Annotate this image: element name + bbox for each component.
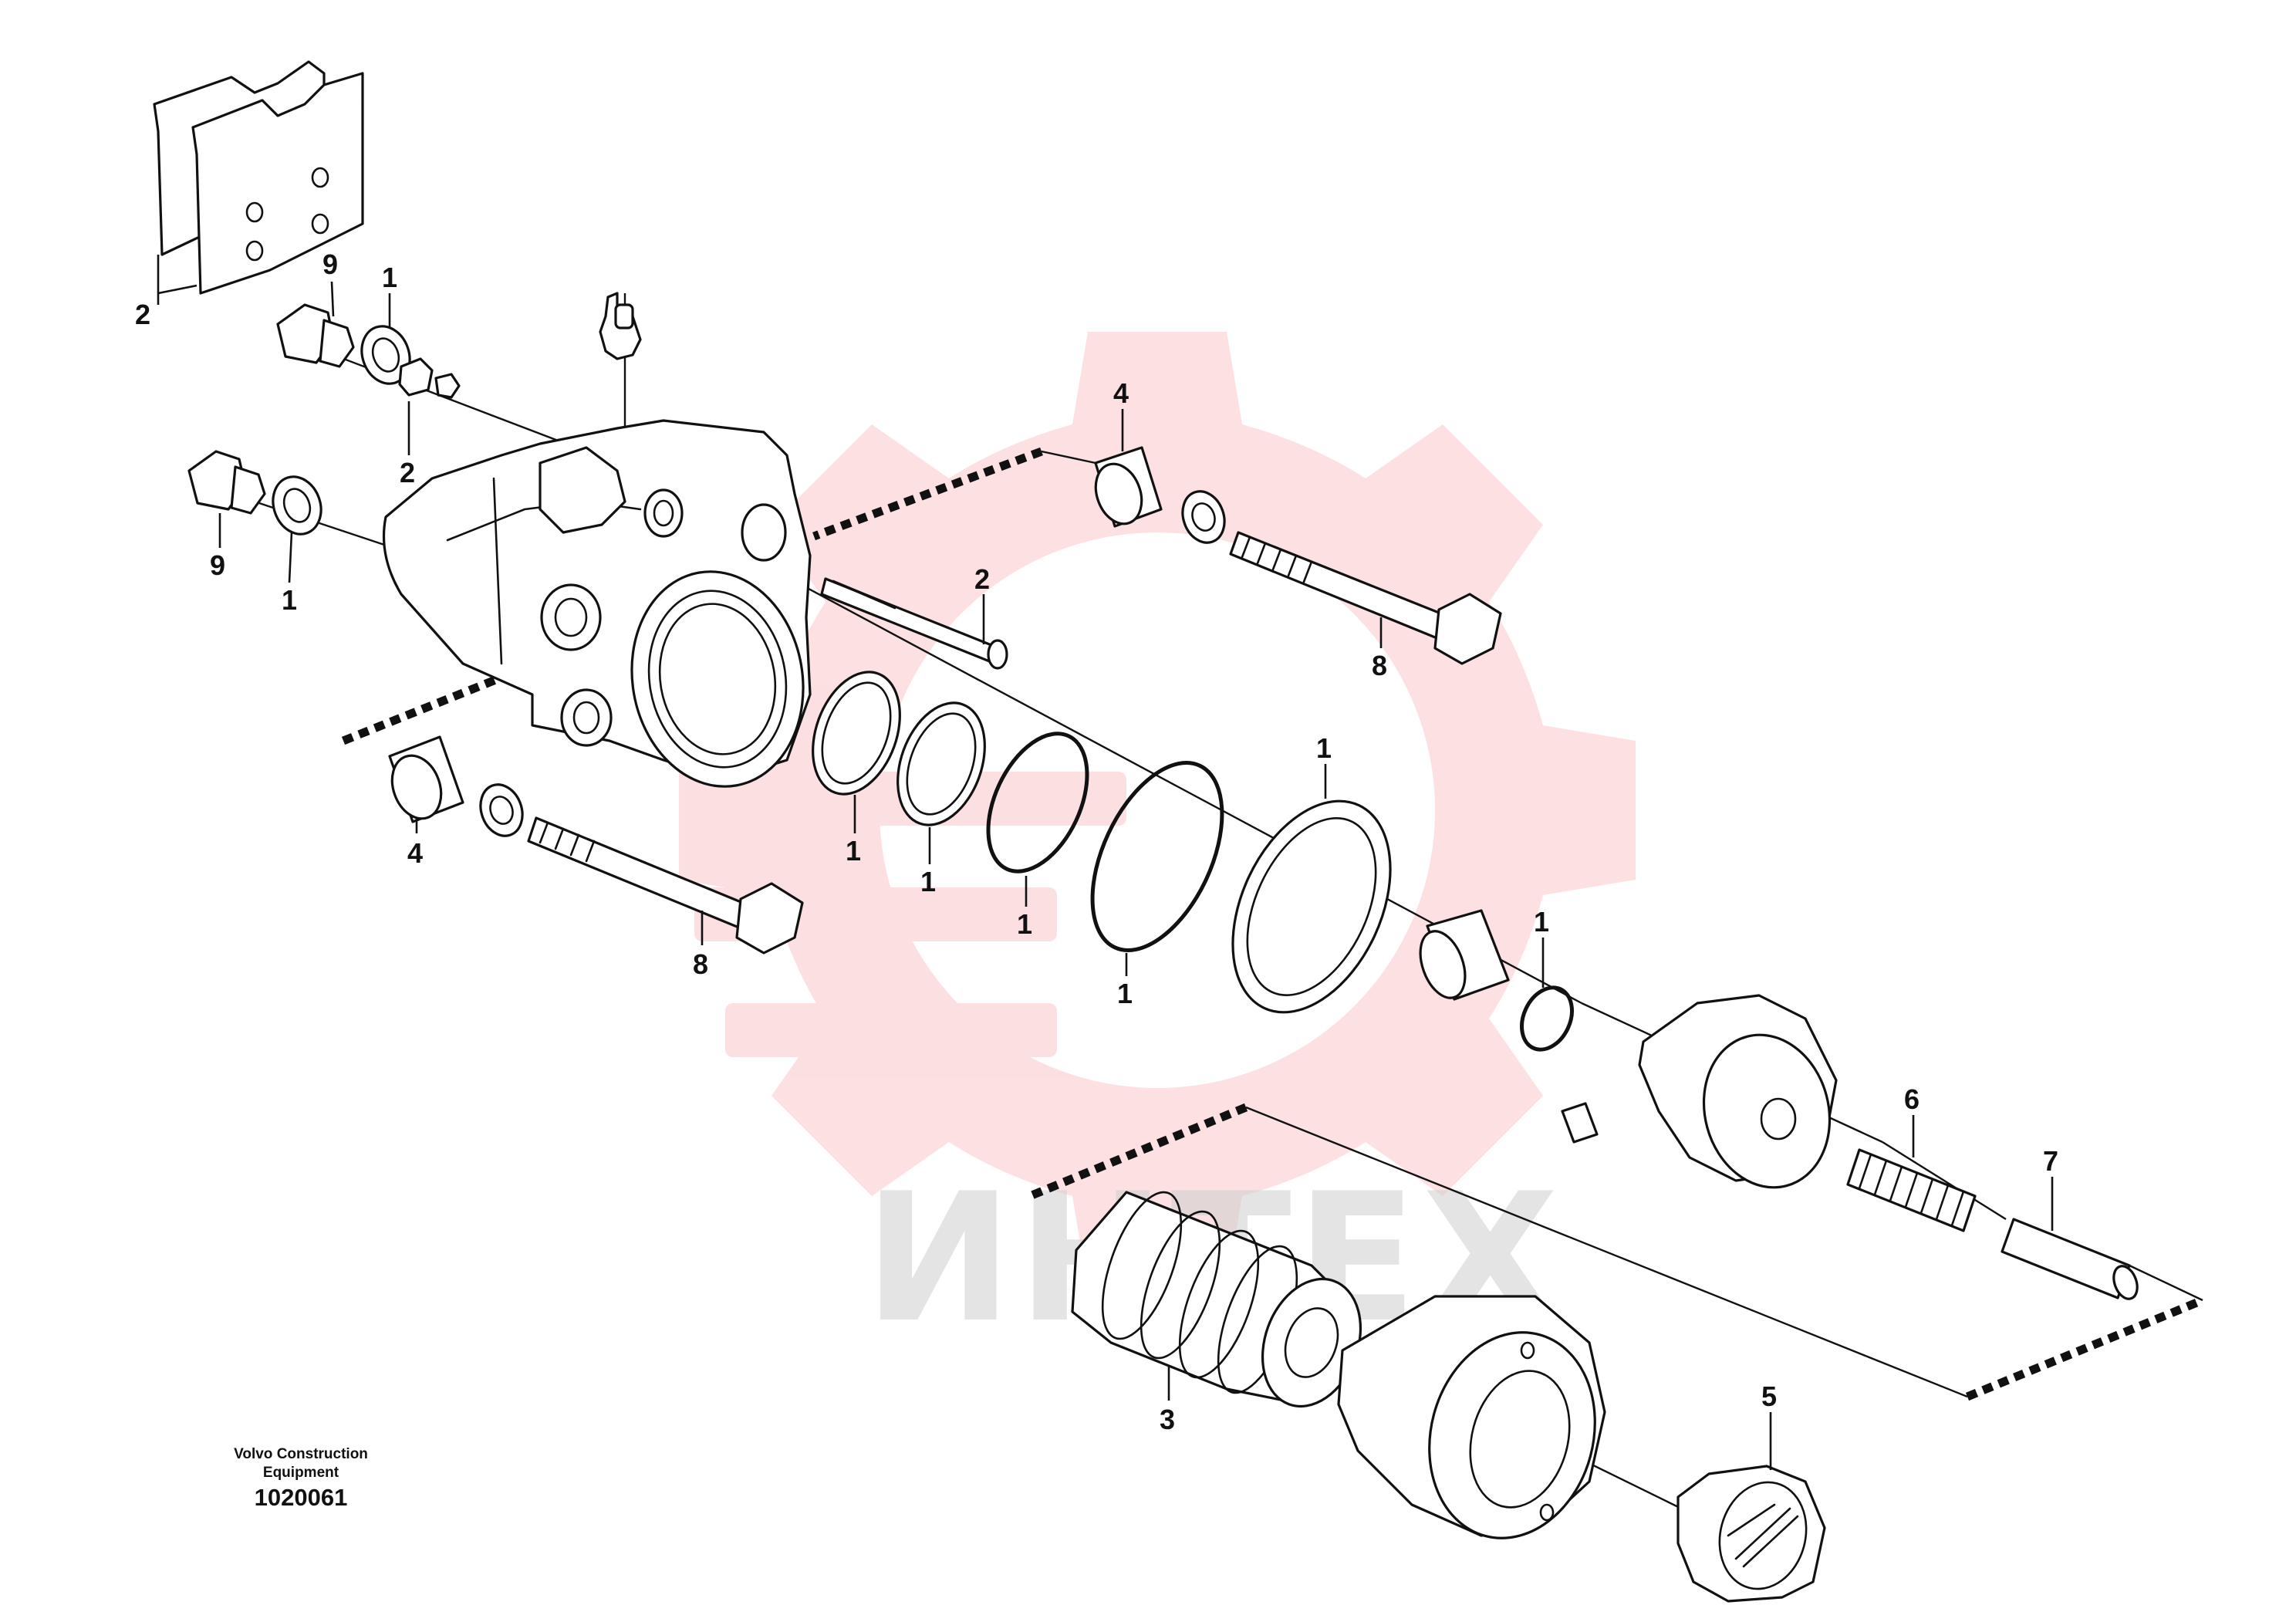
callout-8-bottom: 8 <box>693 948 708 980</box>
manufacturer-caption: Volvo Construction Equipment <box>234 1446 368 1481</box>
callout-4-bottom: 4 <box>407 837 423 869</box>
callout-5: 5 <box>1761 1380 1777 1412</box>
plug-left <box>187 450 266 515</box>
callout-9-left: 9 <box>210 549 225 581</box>
callout-1-ring-b: 1 <box>920 866 936 897</box>
callout-4-top: 4 <box>1113 377 1129 409</box>
callouts: 2 9 1 2 9 1 4 2 8 4 8 1 1 1 1 1 1 6 7 3 … <box>135 248 2058 1435</box>
callout-3: 3 <box>1160 1404 1175 1435</box>
guide-pin <box>820 577 1008 670</box>
caliper-housing <box>382 419 812 788</box>
callout-2-nut: 2 <box>400 457 415 488</box>
watermark-gear-logo <box>679 332 1636 1289</box>
spacer-bottom <box>388 735 524 837</box>
callout-1-oring-a: 1 <box>1017 908 1032 940</box>
washers-small <box>272 325 461 536</box>
callout-7: 7 <box>2043 1145 2058 1177</box>
seal-rings <box>812 671 1392 1014</box>
spacer-top <box>1094 446 1226 544</box>
callout-2-pads: 2 <box>135 299 150 330</box>
callout-1-top: 1 <box>382 262 397 293</box>
callout-1-ring-a: 1 <box>846 835 861 867</box>
end-plug <box>1676 1465 1826 1603</box>
cylinder-housing <box>1337 1295 1606 1539</box>
callout-2-pin: 2 <box>974 563 990 595</box>
grease-nipple <box>599 292 642 360</box>
brake-pads <box>153 60 364 305</box>
callout-1-small: 1 <box>1534 906 1549 938</box>
callout-1-oring-b: 1 <box>1117 978 1133 1009</box>
bellows <box>1071 1191 1362 1408</box>
plug-top <box>276 303 355 368</box>
adjuster-screw <box>2001 1218 2139 1300</box>
figure-id: 1020061 <box>254 1484 348 1511</box>
callout-1-seal: 1 <box>1316 732 1332 764</box>
piston <box>1561 994 1838 1189</box>
bolt-bottom <box>527 816 804 955</box>
callout-leaders <box>218 281 2054 1470</box>
piston-insert <box>1419 909 1574 1052</box>
bolt-top <box>1229 531 1502 665</box>
spring <box>1846 1148 1977 1232</box>
callout-8-top: 8 <box>1372 650 1387 681</box>
callout-6: 6 <box>1904 1083 1920 1115</box>
callout-1-left: 1 <box>282 584 297 616</box>
callout-9-top: 9 <box>322 248 338 280</box>
